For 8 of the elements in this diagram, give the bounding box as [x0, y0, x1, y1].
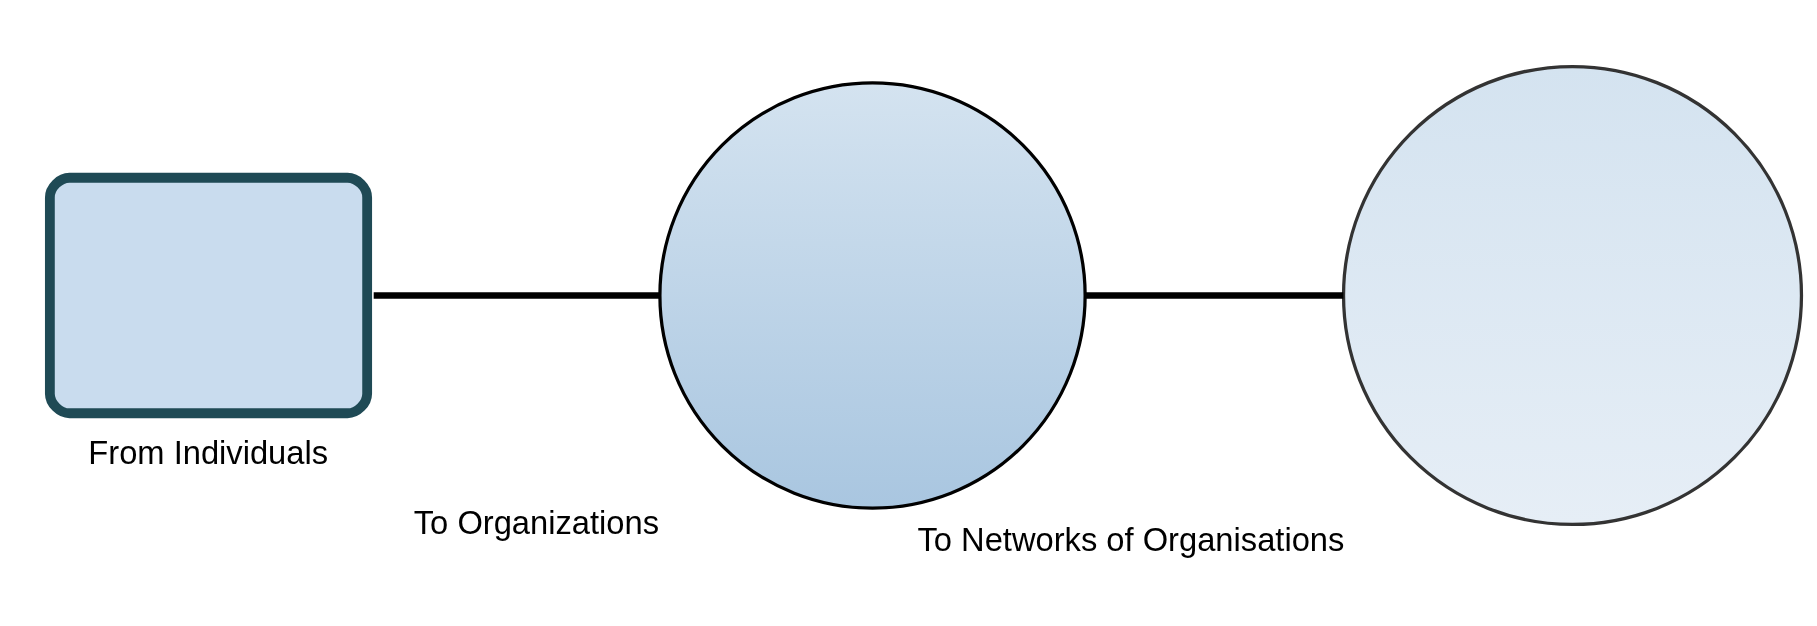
node-label: From Individuals: [88, 433, 329, 471]
node-label: To Networks of Organisations: [917, 520, 1345, 558]
connector: [1085, 291, 1344, 299]
node-circle: [1341, 64, 1804, 526]
node-circle: [658, 80, 1087, 510]
node-box: [44, 172, 373, 418]
node-label: To Organizations: [413, 503, 660, 541]
connector: [373, 291, 660, 299]
